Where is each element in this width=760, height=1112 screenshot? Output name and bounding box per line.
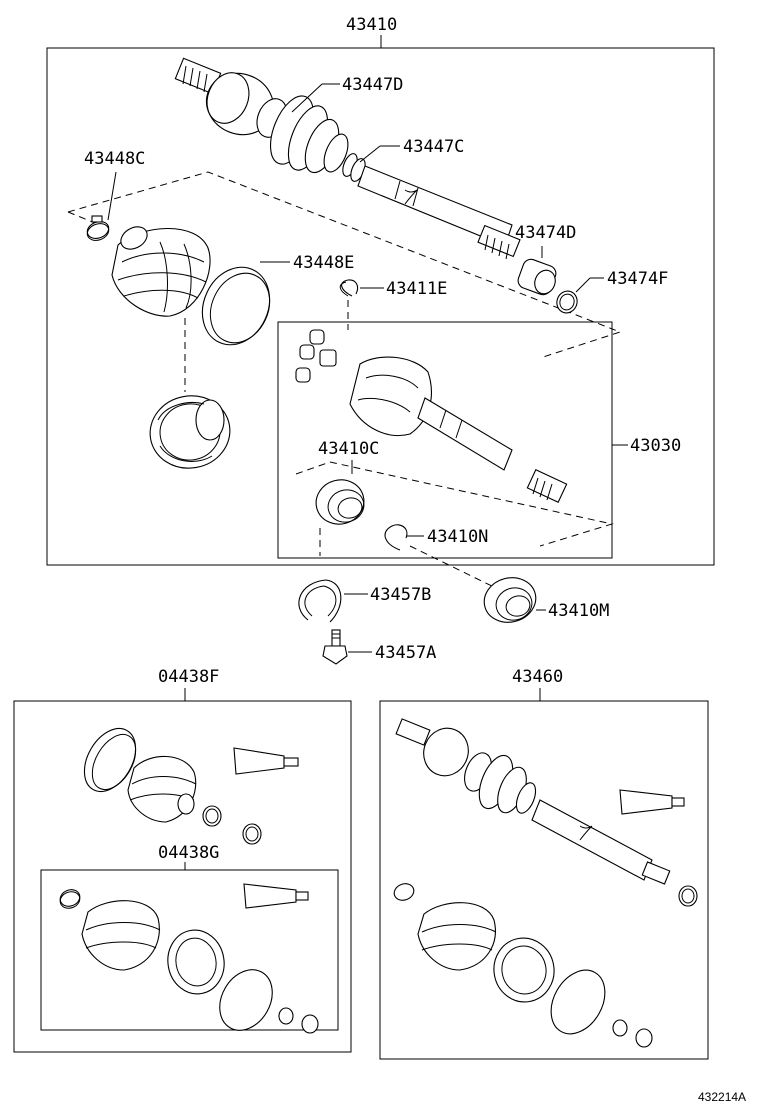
kit-f-ring-2[interactable]	[242, 823, 262, 845]
rh-ring-top[interactable]	[678, 885, 698, 907]
label-43410M[interactable]: 43410M	[548, 601, 609, 621]
large-clamp[interactable]	[190, 256, 282, 356]
bolt[interactable]	[322, 629, 348, 665]
kit-f-clamp-large[interactable]	[74, 720, 146, 801]
label-43460[interactable]: 43460	[512, 667, 563, 687]
kit-g-ring-1[interactable]	[278, 1007, 294, 1025]
snap-ring-bearing[interactable]	[384, 524, 408, 551]
rh-housing[interactable]	[489, 933, 559, 1006]
label-43410N[interactable]: 43410N	[427, 527, 488, 547]
label-43457A[interactable]: 43457A	[375, 643, 436, 663]
dashed-guide-upper	[67, 171, 622, 359]
main-assembly-group: 43410	[46, 15, 715, 566]
outer-joint-housing[interactable]	[144, 390, 235, 475]
label-43474D[interactable]: 43474D	[515, 223, 576, 243]
kit-g-clamp-large[interactable]	[209, 960, 283, 1039]
rh-clamp-small[interactable]	[392, 881, 416, 903]
tripod-spider[interactable]	[295, 329, 337, 383]
rh-drive-shaft[interactable]	[395, 718, 671, 885]
rh-ring-1[interactable]	[612, 1019, 628, 1037]
boot-kit-g-frame	[40, 869, 339, 1031]
boot-kit-f-group: 04438F 04438G	[13, 667, 352, 1053]
label-43447C[interactable]: 43447C	[403, 137, 464, 157]
kit-g-boot[interactable]	[81, 900, 161, 971]
kit-f-grease[interactable]	[233, 747, 299, 775]
diagram-code: 432214A	[698, 1090, 746, 1104]
outer-boot	[256, 95, 349, 174]
drive-shaft[interactable]	[174, 57, 521, 260]
label-43474F[interactable]: 43474F	[607, 269, 668, 289]
bearing[interactable]	[311, 475, 369, 530]
inner-joint-frame	[277, 321, 613, 559]
kit-g-grease[interactable]	[243, 883, 309, 909]
label-43411E[interactable]: 43411E	[386, 279, 447, 299]
label-04438F[interactable]: 04438F	[158, 667, 219, 687]
dust-ring[interactable]	[554, 288, 580, 316]
label-43030[interactable]: 43030	[630, 436, 681, 456]
kit-f-ring-1[interactable]	[202, 805, 222, 827]
rh-clamp-large[interactable]	[540, 961, 616, 1044]
boot-kit-f-frame	[13, 700, 352, 1053]
kit-g-clamp-small[interactable]	[58, 887, 82, 911]
label-43410C[interactable]: 43410C	[318, 439, 379, 459]
bearing-m[interactable]	[479, 572, 541, 628]
label-43448C[interactable]: 43448C	[84, 149, 145, 169]
rh-grease[interactable]	[619, 789, 685, 815]
label-43447D[interactable]: 43447D	[342, 75, 403, 95]
rh-assembly-group: 43460	[379, 667, 709, 1060]
inner-joint-stub[interactable]	[349, 356, 568, 503]
label-43448E[interactable]: 43448E	[293, 253, 354, 273]
small-clamp[interactable]	[85, 215, 111, 243]
kit-f-boot[interactable]	[127, 755, 197, 823]
label-04438G[interactable]: 04438G	[158, 843, 219, 863]
kit-g-housing[interactable]	[163, 926, 229, 999]
snap-ring-inner[interactable]	[339, 279, 359, 297]
rh-boot[interactable]	[417, 902, 497, 971]
kit-g-ring-2[interactable]	[301, 1014, 319, 1034]
snap-ring-b[interactable]	[298, 579, 342, 623]
rh-ring-2[interactable]	[635, 1028, 653, 1048]
label-43457B[interactable]: 43457B	[370, 585, 431, 605]
dust-deflector[interactable]	[516, 257, 559, 297]
label-43410[interactable]: 43410	[346, 15, 397, 35]
loose-boot[interactable]	[111, 222, 211, 317]
rh-assembly-frame	[379, 700, 709, 1060]
